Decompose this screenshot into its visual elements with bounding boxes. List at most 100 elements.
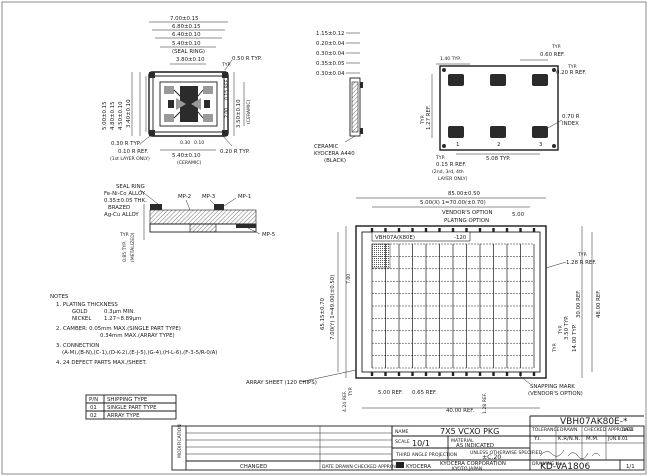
arr-typ-2: TYP.: [558, 325, 564, 335]
drawn-label: DRAWN: [560, 427, 577, 433]
snapping-mark: [505, 228, 509, 232]
date-header: DATE DRAWN CHECKED APPROVED: [322, 464, 403, 470]
sd-mp5: MP-5: [262, 232, 275, 238]
snapping-mark: [478, 372, 482, 376]
top-view: 7.00±0.15 6.80±0.15 6.40±0.10 5.40±0.10 …: [102, 16, 262, 166]
arr-bottom-typ: TYP.: [348, 387, 354, 397]
title-block: MODIFICATION CHANGED DATE DRAWN CHECKED …: [171, 415, 645, 472]
arr-d-3000: 30.00 REF.: [576, 289, 582, 318]
arr-d-1400: 14.00 TYP.: [572, 324, 578, 352]
dim-side-2: 2.00: [224, 108, 230, 118]
snapping-mark: [438, 372, 441, 376]
pn-row2-type: ARRAY TYPE: [107, 413, 140, 419]
pn-row2-pn: 02: [90, 413, 97, 419]
dim-height-total: 5.00±0.15: [102, 101, 108, 130]
arr-bottom-065: 0.65 REF.: [412, 390, 437, 396]
arr-pitch-x: 5.00(X) 1=70.00(±0.70): [420, 200, 486, 206]
bv-typ: TYP.: [551, 44, 561, 50]
sd-alloy: Fe-Ni-Co ALLOY: [104, 191, 146, 197]
sd-brazed: BRAZED: [108, 205, 130, 211]
arr-snapping: SNAPPING MARK: [530, 384, 575, 390]
bv-typ-4: TYP.: [435, 155, 445, 161]
arr-sheet-label: ARRAY SHEET (120 CHIPS): [246, 380, 317, 386]
drawn-by: Y.I.: [533, 436, 542, 442]
first-layer-note: (1st LAYER ONLY): [110, 156, 150, 162]
sd-typ: TYP.: [119, 232, 129, 238]
material-value: AS INDICATED: [456, 443, 494, 449]
snapping-mark: [532, 228, 536, 232]
arr-dim-500: 5.00: [512, 212, 525, 218]
pn-header: P/N: [89, 397, 98, 403]
dim-corner-r2: 0.30 R TYP.: [111, 141, 141, 147]
tolerance-label: TOLERANCE: [531, 427, 560, 433]
dim-bottom-width: 5.40±0.10: [172, 153, 201, 159]
snapping-mark: [451, 372, 455, 376]
pn-row1-type: SINGLE PART TYPE: [107, 405, 157, 411]
pn-row1-pn: 01: [90, 405, 97, 411]
arr-vendor-option-2: (VENDOR'S OPTION): [528, 391, 583, 397]
sd-metalized: (METALIZED): [130, 232, 136, 262]
snapping-mark: [370, 372, 374, 376]
note-4: 4. 24 DEFECT PARTS MAX./SHEET.: [56, 360, 147, 366]
side-dim-1: 0.20±0.04: [316, 41, 345, 47]
side-dim-2: 0.30±0.04: [316, 51, 345, 57]
arr-bottom-500: 5.00 REF.: [378, 390, 403, 396]
kyocera-logo: KYOCERA: [406, 464, 431, 470]
material-label: MATERIAL: [451, 438, 474, 444]
seal-ring-detail: SEAL RING Fe-Ni-Co ALLOY 0.35±0.05 THK. …: [104, 184, 275, 262]
ceramic-color: (BLACK): [324, 158, 346, 164]
snapping-mark: [478, 228, 482, 232]
bv-r-015: 0.15 R REF.: [436, 162, 467, 168]
name-label: NAME: [395, 429, 409, 435]
snapping-mark: [397, 228, 401, 232]
snapping-mark: [411, 228, 414, 232]
part-number: VBH07AK80E-*: [560, 417, 628, 427]
arr-bottom-424: 4.24 REF.: [342, 391, 348, 412]
bv-pitch: 1.40 TYP.: [440, 56, 461, 62]
arr-bottom-128: 1.28 REF.: [482, 393, 488, 414]
arr-left-700: 7.00: [346, 274, 352, 284]
dim-width-4: 5.40±0.10: [172, 41, 201, 47]
arr-overall: 85.00±0.50: [448, 191, 481, 197]
snapping-mark: [505, 372, 509, 376]
dim-ceramic-side: (CERAMIC): [246, 99, 252, 124]
snapping-mark: [519, 372, 522, 376]
bv-ref-127: 1.27 REF.: [426, 105, 432, 130]
note-1-nickel-value: 1.27~8.89μm: [104, 316, 141, 322]
note-1-nickel: NICKEL: [72, 316, 91, 322]
ceramic-label: CERAMIC: [314, 144, 339, 150]
kyocera-logo-mark: [396, 462, 404, 468]
dim-pad-small: 0.30: [180, 140, 190, 146]
snapping-mark: [397, 372, 401, 376]
dim-bottom-ceramic: (CERAMIC): [177, 160, 202, 166]
arr-typ-3: TYP.: [552, 343, 558, 353]
bv-width-508: 5.08 TYP.: [486, 156, 511, 162]
arr-plating-option: PLATING OPTION: [444, 218, 489, 224]
drawing-number: KD-VA1806: [540, 462, 590, 472]
array-sheet: 85.00±0.50 5.00(X) 1=70.00(±0.70) VENDOR…: [246, 191, 602, 414]
bv-r-020: 0.20 R REF.: [556, 70, 587, 76]
snapping-mark: [465, 228, 468, 232]
sd-dim-085: 0.85 TYP.: [122, 241, 128, 262]
company-city: KYOTO JAPAN: [452, 466, 482, 472]
arr-left-pitch: 7.00(Y) 1=49.00(±0.50): [330, 275, 336, 340]
bv-layer-note: (2nd, 3rd, 4th: [432, 169, 464, 175]
scale-value: 10/1: [412, 439, 430, 448]
bv-typ-2: TYP.: [567, 64, 577, 70]
bv-typ-3: TYP.: [420, 115, 426, 125]
dim-height-4: 3.40±0.10: [126, 99, 132, 128]
bv-pin-2: 2: [497, 142, 500, 148]
notes-title: NOTES: [50, 294, 69, 300]
checked-label: CHECKED: [584, 427, 607, 433]
note-3: 3. CONNECTION: [56, 343, 99, 349]
bv-pin-1: 1: [456, 142, 459, 148]
snapping-mark: [424, 372, 428, 376]
date-value: JUN.8.01: [607, 436, 628, 442]
sd-seal-ring: SEAL RING: [116, 184, 145, 190]
sd-mp1: MP-1: [238, 194, 251, 200]
snapping-mark: [370, 228, 374, 232]
approved-label: APPROVED: [608, 427, 633, 433]
ceramic-spec: KYOCERA A440: [314, 151, 355, 157]
